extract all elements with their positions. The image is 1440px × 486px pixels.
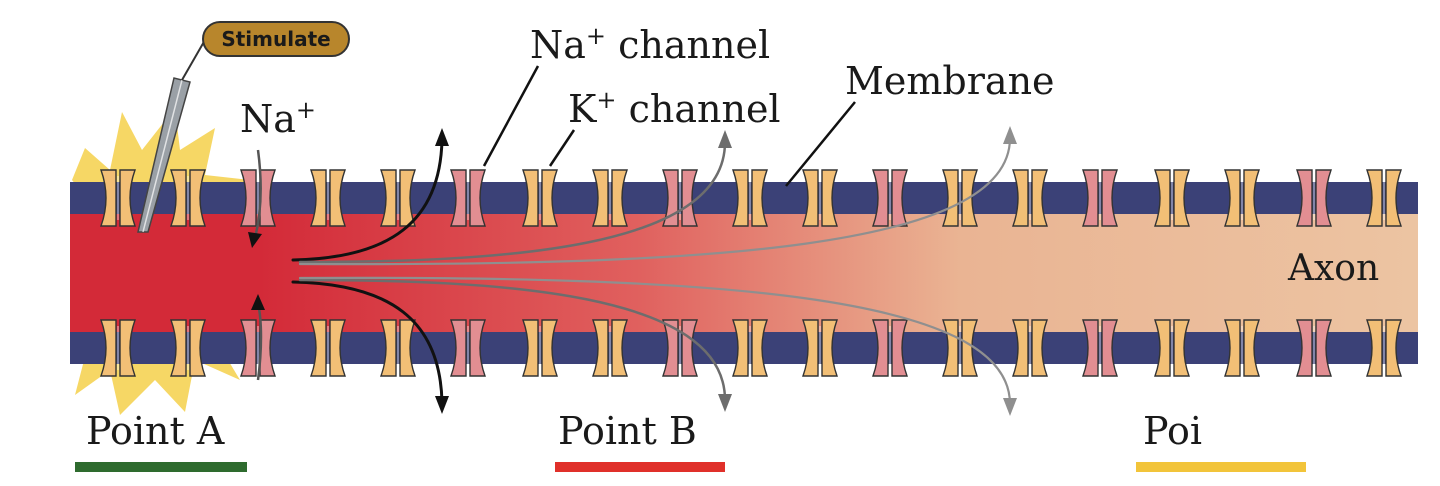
stimulate-label: Stimulate: [221, 27, 330, 51]
point-a-label: Point A: [86, 409, 225, 453]
axon-label: Axon: [1287, 248, 1379, 289]
k-channel-top: [942, 169, 978, 227]
point-b-label: Point B: [558, 409, 697, 453]
na-channel-top: [1082, 169, 1118, 227]
current-arrows: [291, 126, 1017, 416]
point-b-bar: [555, 462, 725, 472]
na-channel-top: [1296, 169, 1332, 227]
k-channel-top: [1366, 169, 1402, 227]
na-channel-bottom: [450, 319, 486, 377]
k-channel-top: [522, 169, 558, 227]
stimulating-electrode: [137, 39, 206, 233]
na-channel-bottom: [662, 319, 698, 377]
na-channel-top: [240, 169, 276, 227]
na-channel-bottom: [872, 319, 908, 377]
k-channel-top: [380, 169, 416, 227]
k-channel-top: [100, 169, 136, 227]
k-channel-top: [1012, 169, 1048, 227]
point-c-bar: [1136, 462, 1306, 472]
na-channel-pointer: [482, 65, 540, 167]
k-channel-bottom: [1224, 319, 1260, 377]
k-channel-bottom: [1012, 319, 1048, 377]
k-channel-bottom: [732, 319, 768, 377]
k-channel-top: [732, 169, 768, 227]
na-channel-label: Na+ channel: [530, 22, 770, 67]
axon-interior: [70, 214, 1418, 332]
na-channel-top: [450, 169, 486, 227]
stimulate-badge: Stimulate: [202, 21, 350, 57]
na-channel-bottom: [1296, 319, 1332, 377]
k-channel-label: K+ channel: [568, 86, 781, 131]
k-channel-top: [310, 169, 346, 227]
membrane-channels-bottom: [100, 319, 1402, 377]
k-channel-bottom: [310, 319, 346, 377]
k-channel-top: [802, 169, 838, 227]
na-influx-arrows: [248, 149, 265, 381]
k-channel-bottom: [170, 319, 206, 377]
k-channel-top: [170, 169, 206, 227]
k-channel-bottom: [1154, 319, 1190, 377]
na-ion-label: Na+: [240, 96, 316, 141]
k-channel-bottom: [592, 319, 628, 377]
k-channel-top: [592, 169, 628, 227]
membrane-label: Membrane: [845, 59, 1055, 103]
k-channel-bottom: [380, 319, 416, 377]
membrane-pointer: [785, 101, 856, 187]
k-channel-top: [1224, 169, 1260, 227]
na-channel-bottom: [1082, 319, 1118, 377]
k-channel-top: [1154, 169, 1190, 227]
k-channel-bottom: [522, 319, 558, 377]
k-channel-pointer: [548, 129, 576, 167]
point-c-label: Poi: [1143, 409, 1202, 453]
point-a-bar: [75, 462, 247, 472]
membrane-channels-top: [100, 169, 1402, 227]
k-channel-bottom: [802, 319, 838, 377]
k-channel-bottom: [1366, 319, 1402, 377]
na-channel-bottom: [240, 319, 276, 377]
na-channel-top: [662, 169, 698, 227]
k-channel-bottom: [942, 319, 978, 377]
na-channel-top: [872, 169, 908, 227]
k-channel-bottom: [100, 319, 136, 377]
